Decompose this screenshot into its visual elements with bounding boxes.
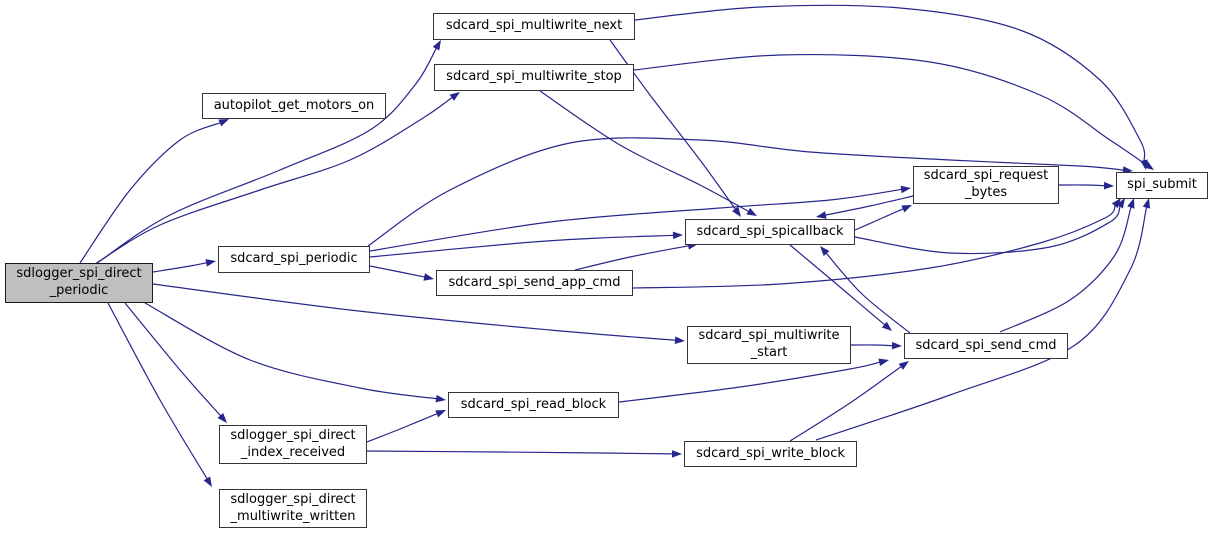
arrowhead-sdcard_spi_periodic--spi_submit (1122, 166, 1133, 174)
arrowhead-sdcard_spi_spicallback--sdcard_spi_send_cmd (881, 321, 892, 331)
edge-sdcard_spi_request_bytes--sdcard_spi_spicallback (824, 195, 914, 216)
node-sdcard_spi_spicallback[interactable]: sdcard_spi_spicallback (685, 219, 855, 245)
arrowhead-sdlogger_spi_direct_periodic--sdcard_spi_multiwrite_stop (449, 92, 460, 101)
edge-sdcard_spi_periodic--sdcard_spi_send_app_cmd (369, 265, 426, 278)
edge-sdcard_spi_periodic--sdcard_spi_spicallback (369, 234, 675, 258)
node-sdlogger_spi_direct_multiwrite_written[interactable]: sdlogger_spi_direct _multiwrite_written (219, 489, 367, 528)
edge-sdlogger_spi_direct_periodic--sdcard_spi_multiwrite_next (96, 47, 438, 264)
edge-sdcard_spi_write_block--spi_submit (815, 206, 1148, 441)
node-label: sdcard_spi_multiwrite_stop (446, 69, 622, 85)
node-label: sdlogger_spi_direct _index_received (230, 427, 356, 460)
edge-sdcard_spi_multiwrite_start--sdcard_spi_send_cmd (850, 344, 894, 347)
node-sdcard_spi_read_block[interactable]: sdcard_spi_read_block (448, 392, 619, 418)
arrowhead-sdcard_spi_multiwrite_stop--spi_submit (1143, 161, 1154, 170)
edge-sdcard_spi_send_app_cmd--sdcard_spi_spicallback (574, 245, 690, 271)
edge-sdcard_spi_send_app_cmd--spi_submit (632, 204, 1116, 289)
node-sdcard_spi_send_cmd[interactable]: sdcard_spi_send_cmd (904, 333, 1068, 359)
node-sdcard_spi_send_app_cmd[interactable]: sdcard_spi_send_app_cmd (436, 270, 633, 296)
edge-sdcard_spi_spicallback--spi_submit (854, 205, 1121, 255)
node-sdcard_spi_request_bytes[interactable]: sdcard_spi_request _bytes (913, 166, 1059, 204)
node-sdcard_spi_multiwrite_start[interactable]: sdcard_spi_multiwrite _start (687, 326, 851, 364)
arrowhead-sdcard_spi_spicallback--sdcard_spi_request_bytes (901, 205, 912, 213)
edge-sdcard_spi_send_cmd--spi_submit (999, 206, 1132, 333)
edge-sdlogger_spi_direct_periodic--sdcard_spi_read_block (144, 302, 438, 400)
node-sdcard_spi_write_block[interactable]: sdcard_spi_write_block (684, 441, 857, 467)
edge-sdlogger_spi_direct_periodic--sdlogger_spi_direct_index_received (124, 302, 222, 417)
arrowhead-sdlogger_spi_direct_periodic--sdlogger_spi_direct_index_received (217, 412, 227, 423)
arrowhead-sdlogger_spi_direct_index_received--sdcard_spi_write_block (671, 450, 682, 458)
arrowhead-sdcard_spi_send_app_cmd--spi_submit (1111, 198, 1121, 209)
arrowhead-sdlogger_spi_direct_periodic--sdcard_spi_read_block (435, 394, 446, 403)
arrowhead-sdcard_spi_send_cmd--sdcard_spi_spicallback (820, 246, 830, 257)
edge-sdcard_spi_periodic--spi_submit (367, 137, 1125, 247)
arrowhead-sdcard_spi_request_bytes--sdcard_spi_spicallback (816, 211, 827, 219)
edge-sdcard_spi_write_block--sdcard_spi_send_cmd (789, 365, 903, 442)
arrowhead-sdlogger_spi_direct_periodic--sdlogger_spi_direct_multiwrite_written (203, 476, 212, 487)
node-label: sdcard_spi_write_block (696, 445, 845, 461)
node-sdlogger_spi_direct_periodic: sdlogger_spi_direct _periodic (5, 263, 153, 303)
edge-sdcard_spi_multiwrite_stop--sdcard_spi_spicallback (539, 90, 750, 213)
node-label: sdcard_spi_multiwrite_next (445, 18, 623, 34)
edge-sdcard_spi_spicallback--sdcard_spi_request_bytes (854, 208, 904, 231)
node-sdcard_spi_periodic[interactable]: sdcard_spi_periodic (218, 246, 370, 273)
arrowhead-sdcard_spi_request_bytes--spi_submit (1103, 181, 1114, 190)
arrowhead-sdcard_spi_send_cmd--spi_submit (1127, 198, 1135, 209)
edge-sdlogger_spi_direct_periodic--sdcard_spi_periodic (152, 262, 208, 273)
node-label: sdlogger_spi_direct _periodic (16, 266, 142, 298)
node-label: sdcard_spi_multiwrite _start (698, 328, 840, 360)
node-label: autopilot_get_motors_on (213, 97, 375, 113)
edge-sdcard_spi_multiwrite_next--sdcard_spi_spicallback (609, 39, 737, 211)
edge-sdcard_spi_request_bytes--spi_submit (1058, 184, 1106, 187)
arrowhead-sdlogger_spi_direct_index_received--sdcard_spi_read_block (435, 410, 446, 418)
node-sdcard_spi_multiwrite_stop[interactable]: sdcard_spi_multiwrite_stop (434, 64, 634, 91)
edge-sdcard_spi_periodic--sdcard_spi_request_bytes (369, 188, 903, 252)
node-autopilot_get_motors_on[interactable]: autopilot_get_motors_on (202, 93, 386, 119)
edge-sdlogger_spi_direct_periodic--sdlogger_spi_direct_multiwrite_written (107, 302, 208, 480)
edge-sdlogger_spi_direct_periodic--sdcard_spi_multiwrite_stop (94, 96, 453, 265)
edge-sdcard_spi_spicallback--sdcard_spi_send_cmd (789, 244, 886, 326)
node-label: sdcard_spi_periodic (230, 251, 358, 267)
arrowhead-sdlogger_spi_direct_periodic--sdcard_spi_multiwrite_next (432, 40, 441, 51)
arrowhead-sdcard_spi_periodic--sdcard_spi_request_bytes (900, 185, 911, 194)
arrowhead-sdcard_spi_write_block--sdcard_spi_send_cmd (898, 361, 909, 370)
node-label: sdlogger_spi_direct _multiwrite_written (230, 491, 356, 524)
node-sdcard_spi_multiwrite_next[interactable]: sdcard_spi_multiwrite_next (433, 13, 635, 40)
edge-sdcard_spi_read_block--sdcard_spi_send_cmd (618, 361, 881, 403)
edge-sdlogger_spi_direct_periodic--autopilot_get_motors_on (79, 121, 221, 264)
edge-sdcard_spi_multiwrite_next--spi_submit (634, 4, 1146, 162)
node-label: sdcard_spi_spicallback (696, 223, 844, 239)
arrowhead-sdcard_spi_multiwrite_stop--sdcard_spi_spicallback (746, 207, 757, 216)
node-label: sdcard_spi_send_cmd (915, 337, 1057, 353)
arrowhead-sdlogger_spi_direct_periodic--sdcard_spi_multiwrite_start (674, 336, 685, 344)
edge-sdlogger_spi_direct_periodic--sdcard_spi_multiwrite_start (152, 283, 677, 341)
arrowhead-sdlogger_spi_direct_periodic--autopilot_get_motors_on (218, 119, 229, 127)
node-label: sdcard_spi_request _bytes (923, 168, 1049, 200)
edge-sdcard_spi_multiwrite_stop--spi_submit (633, 53, 1147, 166)
arrowhead-sdcard_spi_multiwrite_start--sdcard_spi_send_cmd (891, 341, 902, 350)
arrowhead-sdlogger_spi_direct_periodic--sdcard_spi_periodic (205, 259, 216, 267)
edge-sdlogger_spi_direct_index_received--sdcard_spi_write_block (366, 450, 674, 455)
node-label: sdcard_spi_send_app_cmd (448, 274, 621, 290)
arrowhead-sdcard_spi_periodic--sdcard_spi_spicallback (672, 231, 683, 240)
edge-sdlogger_spi_direct_index_received--sdcard_spi_read_block (366, 412, 438, 443)
node-label: spi_submit (1127, 177, 1197, 193)
arrowhead-sdcard_spi_write_block--spi_submit (1142, 198, 1151, 209)
arrowhead-sdcard_spi_periodic--sdcard_spi_send_app_cmd (423, 273, 434, 281)
arrowhead-sdcard_spi_multiwrite_next--sdcard_spi_spicallback (732, 206, 741, 217)
arrowhead-sdcard_spi_read_block--sdcard_spi_send_cmd (878, 358, 889, 366)
node-spi_submit[interactable]: spi_submit (1116, 172, 1208, 199)
node-sdlogger_spi_direct_index_received[interactable]: sdlogger_spi_direct _index_received (219, 425, 367, 464)
arrowhead-sdcard_spi_spicallback--spi_submit (1116, 198, 1125, 209)
edge-sdcard_spi_send_cmd--sdcard_spi_spicallback (825, 252, 911, 334)
node-label: sdcard_spi_read_block (460, 396, 607, 412)
